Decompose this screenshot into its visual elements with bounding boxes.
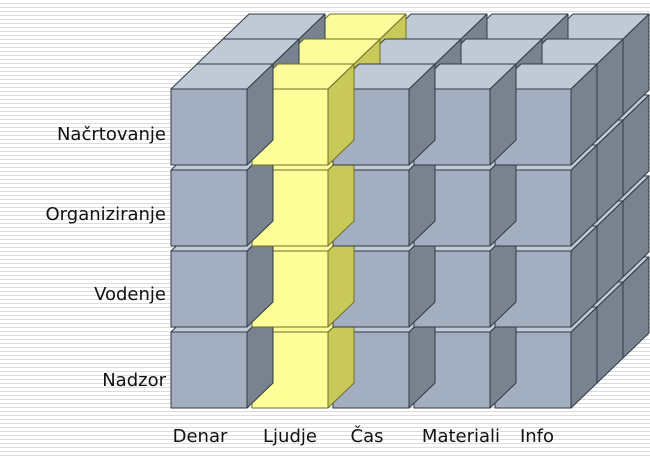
cube-cell-r2-c0-d0-front [170,250,248,328]
row-label-organiziranje: Organiziranje [45,204,166,225]
col-label-cas: Čas [350,426,384,447]
col-label-denar: Denar [172,426,228,447]
col-label-materiali: Materiali [421,426,501,447]
col-label-ljudje: Ljudje [263,426,317,447]
cube-cell-r1-c0-d0-front [170,169,248,247]
cube-cell-r0-c0-d0-front [170,88,248,166]
col-label-info: Info [519,426,555,447]
row-label-nadzor: Nadzor [102,370,166,391]
cube-cell-r3-c0-d0-front [170,331,248,409]
row-label-nacrtovanje: Načrtovanje [56,124,166,145]
row-label-vodenje: Vodenje [94,284,166,305]
